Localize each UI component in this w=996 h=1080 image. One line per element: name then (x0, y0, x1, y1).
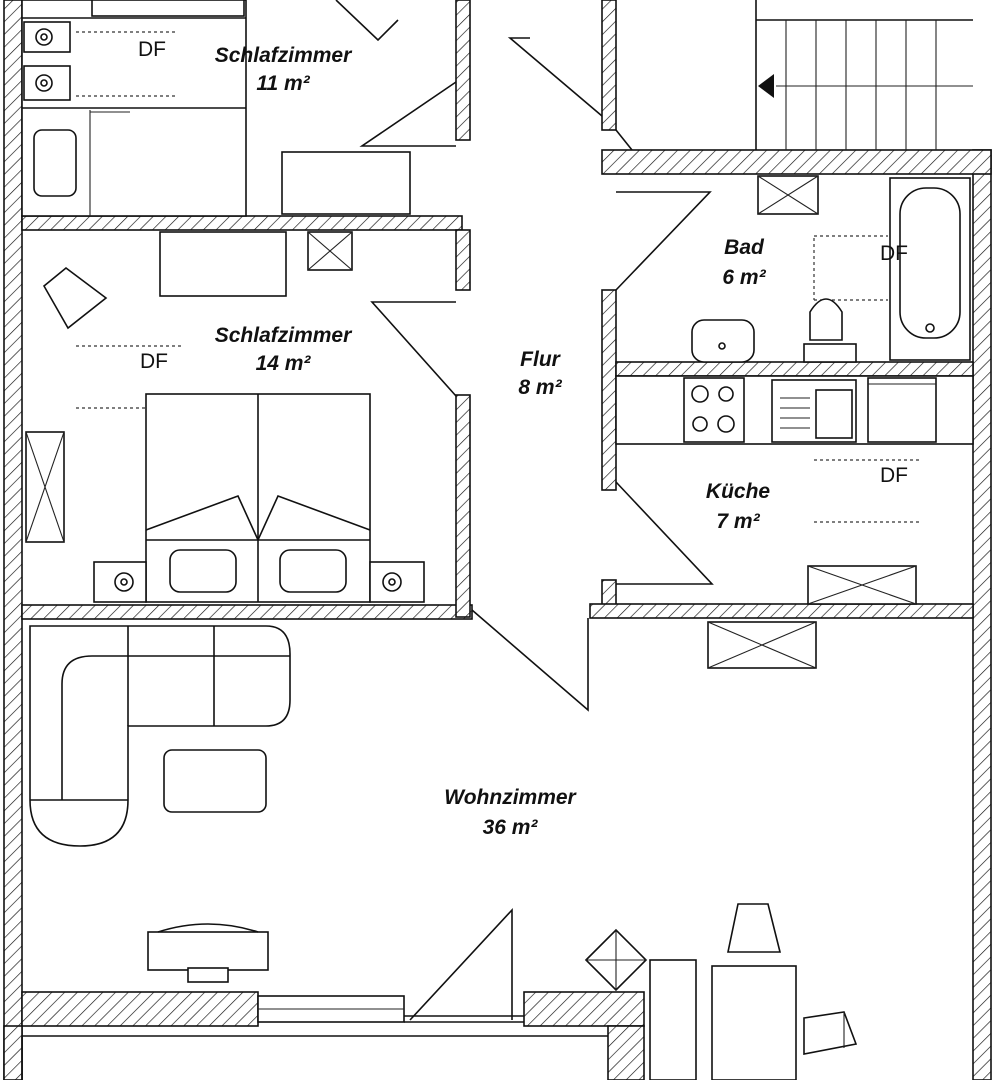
living-furniture (29, 621, 858, 1080)
lamp-icon (42, 266, 108, 330)
wall-bath-kitchen (615, 361, 974, 377)
label-kitchen-name: Küche (706, 480, 771, 503)
room-labels: Schlafzimmer 11 m² Schlafzimmer 14 m² Fl… (138, 38, 908, 839)
label-hallway-area: 8 m² (518, 376, 562, 399)
door-kitchen (615, 481, 714, 585)
dining-table (711, 965, 797, 1080)
stair-arrow-icon (758, 74, 774, 98)
tv-cabinet (147, 931, 269, 971)
bedroom-large-furniture (25, 231, 425, 603)
walls (3, 0, 992, 1080)
outer-wall-bottom-right (523, 991, 645, 1027)
outer-wall-left (3, 0, 23, 1080)
desk (281, 151, 411, 215)
wall-hall-left-low (455, 394, 471, 618)
fridge (867, 377, 937, 443)
lower-stub (3, 1025, 23, 1080)
bedroom-small-furniture (21, 0, 411, 217)
outer-wall-right (972, 149, 992, 1080)
door-bathroom (615, 191, 712, 291)
label-bathroom-name: Bad (724, 236, 765, 259)
label-hallway-name: Flur (520, 348, 561, 371)
label-kitchen-area: 7 m² (716, 510, 760, 533)
label-bedroom-small-area: 11 m² (256, 72, 310, 95)
kitchen-furniture (615, 375, 974, 605)
stove (683, 377, 745, 443)
washbasin (691, 319, 755, 363)
pillow (33, 129, 77, 197)
coffee-table (163, 749, 267, 813)
wall-hall-right-mid (601, 289, 617, 491)
df-label-bedroom-large: DF (140, 350, 168, 373)
outer-wall-bottom-left (21, 991, 259, 1027)
label-bedroom-small-name: Schlafzimmer (215, 44, 353, 67)
doors (21, 0, 714, 1080)
label-living-area: 36 m² (483, 816, 539, 839)
nightstand-right (369, 561, 425, 603)
wall-bath-top (601, 149, 992, 175)
wall-bedroom-living (21, 604, 473, 620)
wall-hall-right-top (601, 0, 617, 131)
wall-hall-left-mid (455, 229, 471, 291)
bottom-pillar (607, 1025, 645, 1080)
sideboard (649, 959, 697, 1080)
door-hall-top (507, 37, 603, 117)
df-label-bedroom-small: DF (138, 38, 166, 61)
nightstand-left (93, 561, 147, 603)
door-balcony (409, 907, 513, 1021)
wardrobe (159, 231, 287, 297)
label-living-name: Wohnzimmer (444, 786, 577, 809)
toilet (809, 298, 843, 341)
door-bedroom-small (359, 81, 457, 147)
chair-right (803, 1011, 858, 1055)
label-bedroom-large-area: 14 m² (256, 352, 312, 375)
bathroom-furniture (691, 175, 971, 363)
wall-hall-left-top (455, 0, 471, 141)
wall-bedrooms (21, 215, 463, 231)
door-bedroom-large (370, 301, 457, 397)
df-label-kitchen: DF (880, 464, 908, 487)
chair-top (727, 903, 782, 953)
label-bedroom-large-name: Schlafzimmer (215, 324, 353, 347)
door-living (471, 609, 589, 712)
staircase (615, 0, 973, 151)
wall-kitchen-living (589, 603, 974, 619)
corner-sofa (29, 625, 291, 847)
df-label-bathroom: DF (880, 242, 908, 265)
label-bathroom-area: 6 m² (722, 266, 766, 289)
